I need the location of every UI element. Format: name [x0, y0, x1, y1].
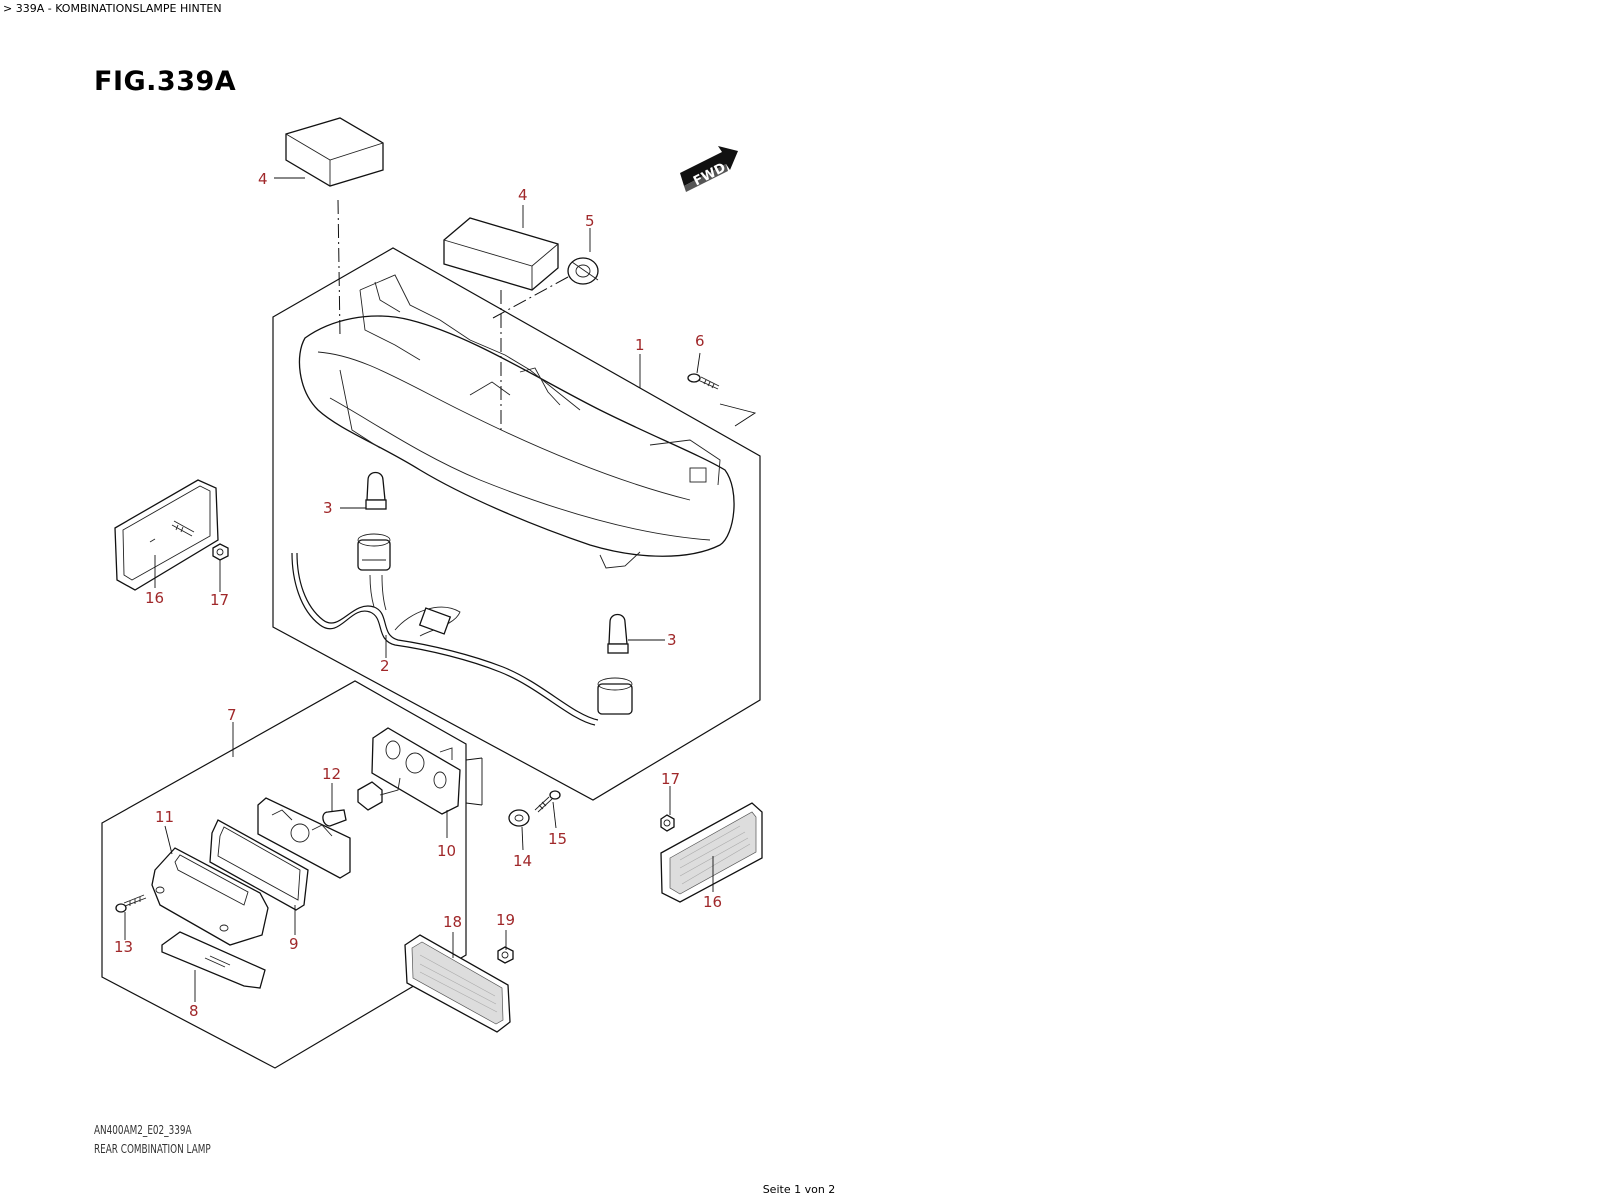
callout-19[interactable]: 19 [496, 911, 515, 929]
lens-part-8 [161, 931, 266, 989]
reflector-part-18 [404, 934, 511, 1033]
screw-part-15 [534, 790, 561, 813]
gasket-part-9 [209, 819, 309, 911]
callout-10[interactable]: 10 [437, 842, 456, 860]
page-footer: Seite 1 von 2 [762, 1183, 836, 1196]
bulb-part-3b [607, 613, 629, 654]
pad-part-4b [443, 217, 559, 291]
callout-8[interactable]: 8 [189, 1002, 199, 1020]
fwd-arrow-icon: FWD [680, 146, 738, 192]
bulb-part-12 [322, 777, 401, 827]
diagram-name-caption: REAR COMBINATION LAMP [94, 1142, 211, 1156]
callout-7[interactable]: 7 [227, 706, 237, 724]
callout-1[interactable]: 1 [635, 336, 645, 354]
callout-6[interactable]: 6 [695, 332, 705, 350]
page-header: > 339A - KOMBINATIONSLAMPE HINTEN [3, 2, 222, 15]
callout-4a[interactable]: 4 [258, 170, 268, 188]
callout-16b[interactable]: 16 [703, 893, 722, 911]
callout-17a[interactable]: 17 [210, 591, 229, 609]
assembly-box-1 [272, 247, 761, 801]
screw-part-6 [687, 373, 720, 390]
bulb-socket-upper [357, 533, 391, 571]
callout-3a[interactable]: 3 [323, 499, 333, 517]
nut-part-17a [212, 543, 229, 561]
assembly-box-7 [101, 680, 467, 1069]
lamp-housing-part-1 [298, 274, 735, 569]
nut-part-19 [497, 946, 514, 964]
reflector-part-16b [660, 802, 763, 903]
callout-18[interactable]: 18 [443, 913, 462, 931]
callout-4b[interactable]: 4 [518, 186, 528, 204]
wiring-harness-part-2 [291, 552, 599, 726]
bulb-part-3a [365, 471, 387, 510]
callout-16a[interactable]: 16 [145, 589, 164, 607]
callout-17b[interactable]: 17 [661, 770, 680, 788]
lamp-plate-part-10 [371, 727, 461, 815]
bulb-socket-lower [597, 677, 633, 715]
callout-9[interactable]: 9 [289, 935, 299, 953]
washer-part-14 [508, 809, 530, 827]
socket-assembly [257, 797, 351, 879]
bolt-reflector-upper [171, 520, 195, 537]
callout-2[interactable]: 2 [380, 657, 390, 675]
grommet-part-5 [567, 257, 599, 285]
pad-part-4a [285, 117, 384, 187]
callout-3b[interactable]: 3 [667, 631, 677, 649]
callout-15[interactable]: 15 [548, 830, 567, 848]
callout-14[interactable]: 14 [513, 852, 532, 870]
nut-part-17b [660, 814, 675, 832]
diagram-code-caption: AN400AM2_E02_339A [94, 1123, 192, 1137]
figure-title: FIG.339A [94, 66, 237, 97]
callout-13[interactable]: 13 [114, 938, 133, 956]
screw-part-13 [115, 894, 147, 913]
reflector-part-16a [114, 479, 219, 591]
callout-12[interactable]: 12 [322, 765, 341, 783]
license-lamp-part-11 [151, 847, 269, 946]
callout-5[interactable]: 5 [585, 212, 595, 230]
callout-11[interactable]: 11 [155, 808, 174, 826]
